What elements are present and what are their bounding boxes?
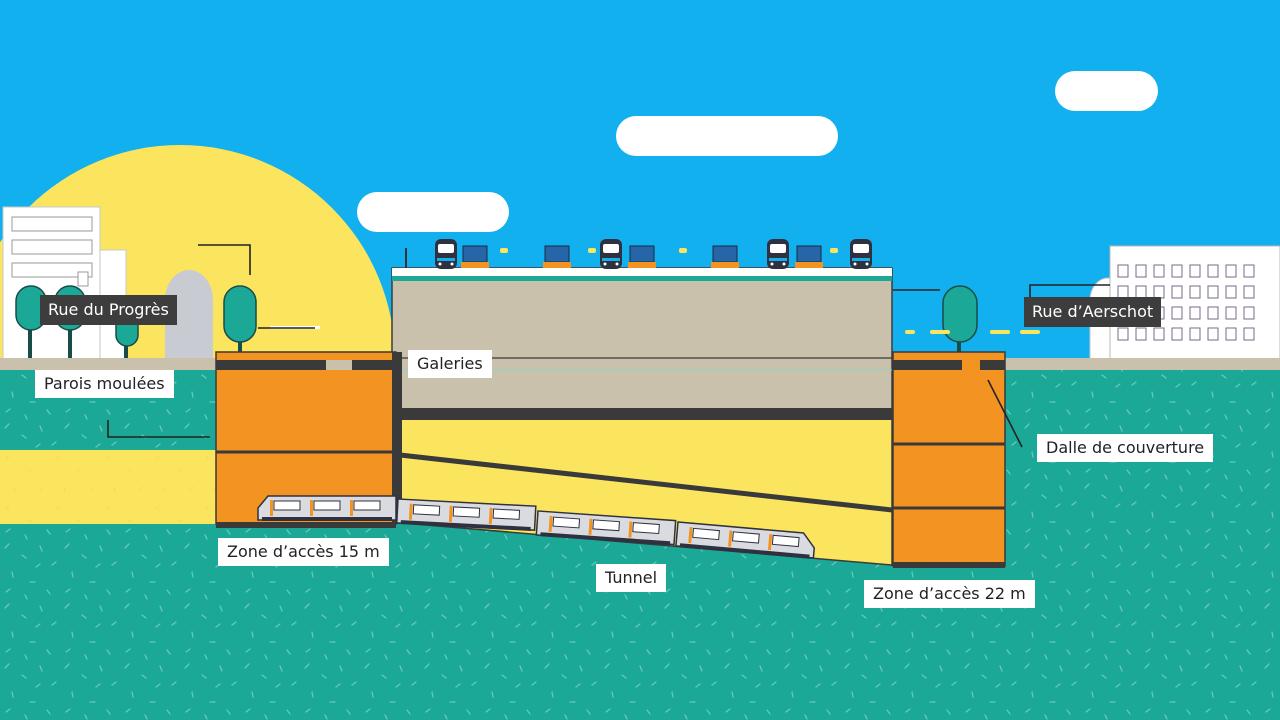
label-galeries: Galeries bbox=[408, 350, 492, 378]
train-icon bbox=[435, 239, 457, 269]
tree-icon bbox=[942, 285, 978, 358]
bus-shelter-icon bbox=[795, 245, 823, 268]
surface-vehicles bbox=[405, 239, 872, 269]
leader-lines bbox=[107, 244, 1110, 448]
bus-shelter-icon bbox=[543, 245, 571, 268]
tunnel-roof-line bbox=[399, 452, 893, 513]
train-icon bbox=[850, 239, 872, 269]
label-tunnel: Tunnel bbox=[596, 564, 667, 592]
cloud-icon bbox=[1055, 71, 1158, 111]
train-icon bbox=[767, 239, 789, 269]
galeries-slab bbox=[392, 408, 892, 420]
label-zone-acces-15m: Zone d’accès 15 m bbox=[218, 538, 389, 566]
cloud-icon bbox=[357, 192, 509, 232]
label-parois-moulees: Parois moulées bbox=[35, 370, 174, 398]
cloud-icon bbox=[616, 116, 838, 156]
label-rue-d-aerschot: Rue d’Aerschot bbox=[1024, 297, 1162, 327]
access-zone-right bbox=[892, 351, 1006, 568]
train-icon bbox=[257, 495, 816, 559]
tree-icon bbox=[223, 285, 257, 355]
bus-shelter-icon bbox=[461, 245, 489, 268]
label-dalle-de-couverture: Dalle de couverture bbox=[1037, 434, 1214, 462]
train-icon bbox=[600, 239, 622, 269]
bus-shelter-icon bbox=[711, 245, 739, 268]
label-zone-acces-22m: Zone d’accès 22 m bbox=[864, 580, 1035, 608]
label-rue-du-progres: Rue du Progrès bbox=[40, 295, 177, 325]
station-building bbox=[391, 267, 893, 411]
bus-shelter-icon bbox=[628, 245, 656, 268]
